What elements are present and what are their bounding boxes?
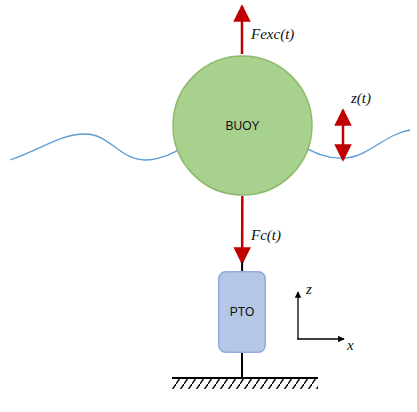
heave-arrow xyxy=(342,110,345,160)
ground-line xyxy=(172,377,318,379)
control-force-label: Fc(t) xyxy=(251,227,281,244)
ground-hatch xyxy=(172,379,318,389)
heave-label: z(t) xyxy=(351,90,371,107)
z-axis xyxy=(297,292,298,339)
node-label: PTO xyxy=(230,305,254,319)
pto-rod xyxy=(241,353,243,378)
node-label: BUOY xyxy=(225,119,259,133)
force-connector xyxy=(241,196,244,263)
excitation-force-label: Fexc(t) xyxy=(251,26,294,43)
buoy-circle: BUOY xyxy=(172,55,313,196)
axis-label: x xyxy=(347,337,354,354)
excitation-force-arrow xyxy=(241,6,244,54)
axis-label: z xyxy=(306,281,312,298)
pto-rod-top xyxy=(241,262,243,271)
x-axis xyxy=(297,338,344,339)
pto-box: PTO xyxy=(218,271,266,353)
